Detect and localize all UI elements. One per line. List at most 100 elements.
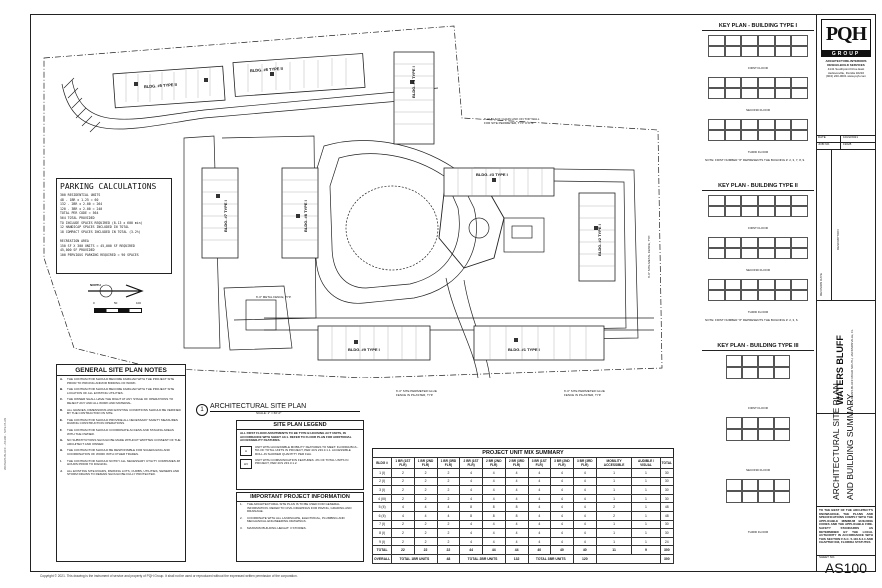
unit-mix-header-cell: 2 BR (2ND FLR) bbox=[481, 457, 506, 469]
key-plan-unit-grid bbox=[708, 119, 808, 141]
general-note-text: THE CONTRACTOR SHOULD NOTIFY ALL NECESSA… bbox=[67, 458, 180, 467]
legend-item-communication: HV UNIT WITH COMMUNICATION FEATURES. 2% … bbox=[237, 458, 363, 470]
key-plan-floor: THIRD FLOOR bbox=[702, 117, 814, 159]
unit-mix-cell: 30 bbox=[659, 476, 675, 487]
unit-mix-cell: 9 (I) bbox=[371, 536, 393, 547]
unit-mix-cell: 4 bbox=[572, 485, 597, 495]
unit-mix-total-cell: 11 bbox=[595, 545, 633, 555]
key-plan-floor-label: THIRD FLOOR bbox=[747, 150, 769, 154]
unit-mix-cell: 8 (I) bbox=[371, 528, 393, 538]
general-note-item: F.THE CONTRACTOR SHOULD COORDINATE ACCES… bbox=[60, 427, 182, 436]
detail-number: 1 bbox=[196, 404, 208, 416]
unit-mix-cell: 4 bbox=[572, 519, 597, 530]
site-plan-drawing bbox=[43, 25, 663, 378]
building-9-label: BLDG. #9 TYPE I bbox=[348, 347, 380, 352]
key-plan-floor-label: THIRD FLOOR bbox=[747, 530, 769, 534]
site-plan-caption: 1 ARCHITECTURAL SITE PLAN SCALE: 1" = 60… bbox=[196, 402, 366, 418]
key-plan-unit bbox=[758, 367, 774, 379]
key-plan-unit-grid bbox=[726, 479, 790, 503]
key-plan-unit bbox=[791, 119, 808, 130]
unit-mix-cell: 48 bbox=[659, 502, 675, 512]
key-plan-unit bbox=[757, 279, 775, 290]
key-plan-unit bbox=[742, 429, 758, 441]
key-plan-unit bbox=[774, 35, 792, 46]
key-plan-note: NOTE: FIRST NUMBER "#" REPRESENTS THE BU… bbox=[705, 318, 799, 322]
key-plan-unit bbox=[791, 35, 808, 46]
unit-mix-cell: 8 bbox=[459, 502, 483, 512]
unit-mix-cell: 4 bbox=[459, 476, 483, 487]
key-plan-unit bbox=[708, 46, 725, 57]
unit-mix-cell: 2 bbox=[436, 493, 461, 504]
unit-mix-cell: 2 bbox=[595, 502, 633, 512]
copyright-footer: Copyright © 2021. This drawing is the in… bbox=[40, 574, 298, 578]
firm-services: ARCHITECTURE·INTERIORS DESIGN-BUILD SERV… bbox=[825, 59, 867, 67]
unit-mix-total-cell: 40 bbox=[572, 545, 597, 555]
unit-mix-cell: 2 bbox=[391, 493, 415, 504]
parking-line: RECREATION AREA bbox=[60, 238, 89, 243]
parking-line: 132 - 2BR x 2.00 = 264 bbox=[60, 202, 103, 207]
unit-mix-cell: 2 bbox=[436, 476, 461, 487]
key-plan-floor: FIRST FLOOR bbox=[702, 193, 814, 235]
unit-mix-cell: 2 bbox=[413, 528, 438, 538]
unit-mix-header-cell: BLDG # bbox=[371, 457, 393, 469]
general-note-text: THE OWNER SHALL HAVE THE RIGHT AT ANY ST… bbox=[67, 397, 174, 405]
unit-mix-cell: 1 bbox=[631, 510, 661, 521]
unit-mix-overall-cell: 120 bbox=[572, 553, 597, 564]
parking-line: 564 TOTAL PROVIDED bbox=[60, 215, 95, 220]
unit-mix-cell: 2 bbox=[413, 485, 438, 495]
general-note-text: THE CONTRACTOR SHOULD PROVIDE ALL NECESS… bbox=[67, 417, 178, 426]
unit-mix-cell: 1 bbox=[595, 536, 633, 547]
north-parking-drive bbox=[61, 83, 435, 130]
key-plan-unit bbox=[774, 367, 790, 379]
general-note-item: I.THE CONTRACTOR SHOULD NOTIFY ALL NECES… bbox=[60, 458, 182, 467]
key-plan-unit bbox=[757, 35, 775, 46]
key-plan-floor: SECOND FLOOR bbox=[702, 235, 814, 277]
general-note-letter: A. bbox=[60, 377, 63, 381]
unit-mix-cell: 1 bbox=[631, 493, 661, 504]
unit-mix-total-cell: 22 bbox=[436, 545, 461, 555]
sheet-title-line-2: AND BUILDING SUMMARY bbox=[845, 393, 855, 500]
unit-mix-cell: 7 (I) bbox=[371, 519, 393, 530]
general-note-letter: C. bbox=[60, 397, 63, 402]
unit-mix-total-cell: 40 bbox=[527, 545, 551, 555]
unit-mix-overall-cell: 48 bbox=[436, 553, 461, 564]
unit-mix-cell: 1 bbox=[631, 485, 661, 495]
key-plan-unit bbox=[741, 290, 758, 301]
unit-mix-cell: 4 bbox=[504, 493, 529, 504]
key-plan-floor: THIRD FLOOR bbox=[702, 477, 814, 539]
parking-line: 12 HANDICAP SPACES INCLUDED IN TOTAL bbox=[60, 225, 130, 230]
key-plan-unit bbox=[708, 279, 725, 290]
key-plan-unit bbox=[774, 130, 792, 141]
key-plan-unit bbox=[774, 248, 792, 259]
key-plan-floor-label: SECOND FLOOR bbox=[745, 468, 770, 472]
unit-mix-overall-cell: 132 bbox=[504, 553, 529, 564]
unit-mix-cell: 4 bbox=[459, 493, 483, 504]
key-plan-unit bbox=[774, 355, 790, 367]
unit-mix-cell: 1 bbox=[595, 493, 633, 504]
unit-mix-cell: 4 bbox=[549, 519, 574, 530]
unit-mix-cell: 30 bbox=[659, 519, 675, 530]
key-plan-unit bbox=[758, 491, 774, 503]
key-plan-unit bbox=[758, 479, 774, 491]
unit-mix-cell: 2 bbox=[436, 468, 461, 478]
key-plan-unit-grid bbox=[708, 279, 808, 301]
general-note-item: C. THE OWNER SHALL HAVE THE RIGHT AT ANY … bbox=[60, 398, 182, 405]
unit-mix-cell: 4 bbox=[459, 519, 483, 530]
graphic-scale: 0 50 100 bbox=[93, 301, 144, 314]
unit-mix-cell: 4 bbox=[527, 493, 551, 504]
parking-line: 150 SF X 300 UNITS = 45,000 SF REQUIRED bbox=[60, 243, 135, 248]
fence-callout-2: 6'-0" METAL FENCE, TYP. bbox=[256, 295, 292, 299]
unit-mix-cell: 8 bbox=[481, 510, 506, 521]
unit-mix-total-cell: 300 bbox=[659, 545, 675, 555]
detail-title: ARCHITECTURAL SITE PLAN bbox=[210, 403, 307, 410]
general-note-text: THE CONTRACTOR SHOULD COORDINATE ACCESS … bbox=[67, 427, 174, 436]
key-plan-unit bbox=[724, 237, 742, 248]
key-plan-unit-grid bbox=[708, 77, 808, 99]
unit-mix-total-cell: 44 bbox=[481, 545, 506, 555]
